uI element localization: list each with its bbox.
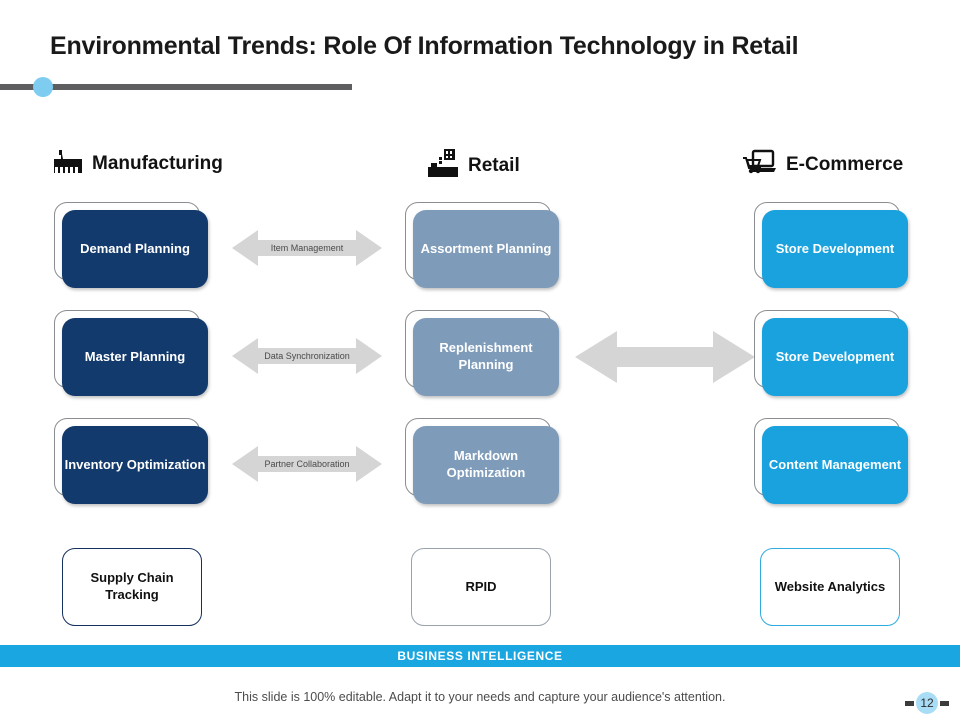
column-header-ecommerce: E-Commerce bbox=[742, 148, 903, 181]
connector-arrow-retail-to-ecommerce bbox=[575, 327, 755, 387]
node-demand-planning[interactable]: Demand Planning bbox=[54, 202, 208, 288]
column-header-manufacturing-label: Manufacturing bbox=[92, 152, 223, 174]
footer-note: This slide is 100% editable. Adapt it to… bbox=[234, 690, 726, 704]
column-header-manufacturing: Manufacturing bbox=[52, 148, 223, 179]
connector-arrow-item-management: Item Management bbox=[232, 226, 382, 270]
node-label: Master Planning bbox=[62, 318, 208, 396]
factory-icon bbox=[52, 148, 82, 179]
node-label: Content Management bbox=[762, 426, 908, 504]
node-inventory-optimization[interactable]: Inventory Optimization bbox=[54, 418, 208, 504]
connector-arrow-label: Item Management bbox=[270, 243, 344, 253]
page-number-badge: 12 bbox=[905, 692, 949, 714]
node-store-development-2[interactable]: Store Development bbox=[754, 310, 908, 396]
business-intelligence-banner: BUSINESS INTELLIGENCE bbox=[0, 645, 960, 667]
pager-bar-left bbox=[905, 700, 914, 706]
connector-arrow-label: Partner Collaboration bbox=[264, 459, 350, 469]
node-label: Markdown Optimization bbox=[413, 426, 559, 504]
node-assortment-planning[interactable]: Assortment Planning bbox=[405, 202, 559, 288]
connector-arrow-data-synchronization: Data Synchronization bbox=[232, 334, 382, 378]
connector-arrow-label: Data Synchronization bbox=[264, 351, 350, 361]
node-label: Inventory Optimization bbox=[62, 426, 208, 504]
page-number-value: 12 bbox=[916, 692, 938, 714]
page-title: Environmental Trends: Role Of Informatio… bbox=[50, 32, 799, 60]
node-master-planning[interactable]: Master Planning bbox=[54, 310, 208, 396]
title-underline-rule bbox=[0, 84, 352, 90]
node-replenishment-planning[interactable]: Replenishment Planning bbox=[405, 310, 559, 396]
node-label: Store Development bbox=[762, 210, 908, 288]
business-intelligence-banner-label: BUSINESS INTELLIGENCE bbox=[397, 649, 563, 663]
node-website-analytics[interactable]: Website Analytics bbox=[760, 548, 900, 626]
node-label: Store Development bbox=[762, 318, 908, 396]
column-header-ecommerce-label: E-Commerce bbox=[786, 153, 904, 175]
title-accent-dot bbox=[33, 77, 53, 97]
node-store-development-1[interactable]: Store Development bbox=[754, 202, 908, 288]
node-label: Assortment Planning bbox=[413, 210, 559, 288]
connector-arrow-partner-collaboration: Partner Collaboration bbox=[232, 442, 382, 486]
node-supply-chain-tracking[interactable]: Supply Chain Tracking bbox=[62, 548, 202, 626]
node-content-management[interactable]: Content Management bbox=[754, 418, 908, 504]
laptop-cart-icon bbox=[742, 148, 776, 181]
pager-bar-right bbox=[940, 700, 949, 706]
node-markdown-optimization[interactable]: Markdown Optimization bbox=[405, 418, 559, 504]
column-header-retail-label: Retail bbox=[468, 154, 520, 176]
connector-arrow-label bbox=[575, 327, 755, 387]
node-label: Replenishment Planning bbox=[413, 318, 559, 396]
node-rpid[interactable]: RPID bbox=[411, 548, 551, 626]
column-header-retail: Retail bbox=[428, 148, 520, 183]
retail-counter-icon bbox=[428, 148, 458, 183]
node-label: Demand Planning bbox=[62, 210, 208, 288]
